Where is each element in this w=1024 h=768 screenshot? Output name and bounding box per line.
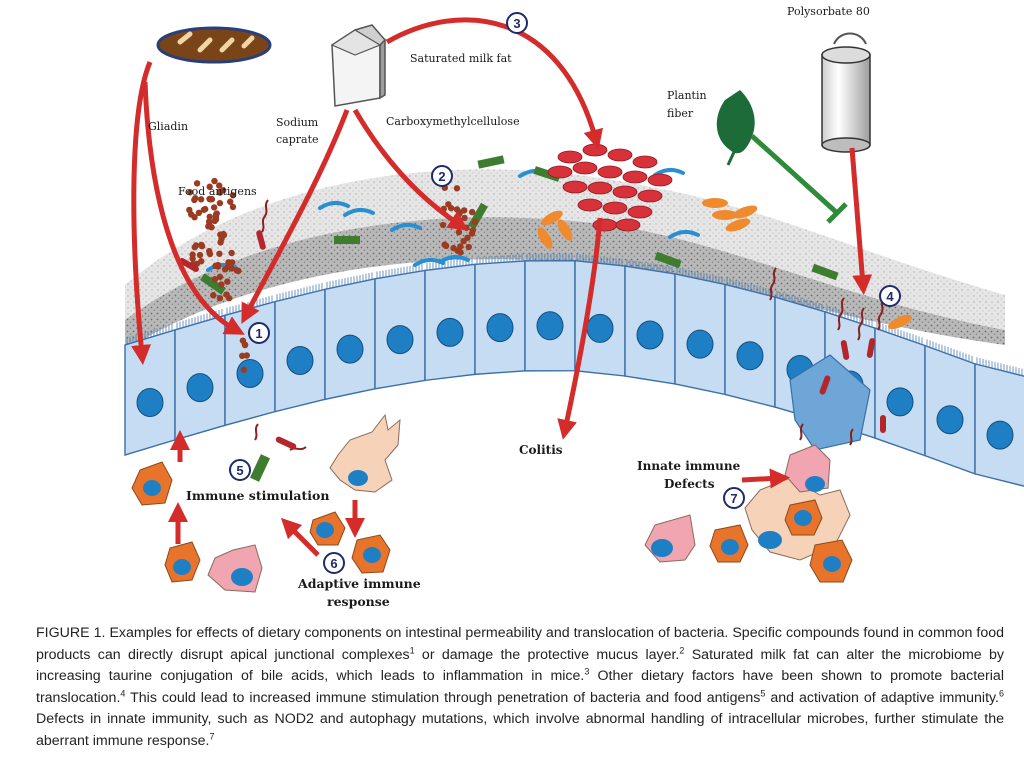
cell-nucleus bbox=[486, 313, 514, 343]
label-innate-immune: Innate immune bbox=[637, 459, 741, 473]
label-polysorbate-80: Polysorbate 80 bbox=[787, 5, 870, 18]
cell-nucleus bbox=[286, 345, 314, 375]
label-immune-stimulation: Immune stimulation bbox=[186, 488, 329, 503]
bacteria-group bbox=[200, 155, 912, 482]
step-marker-5: 5 bbox=[229, 459, 251, 481]
mucus-layer bbox=[125, 169, 1005, 350]
flagellated-bacteria bbox=[254, 199, 885, 451]
cell-nucleus bbox=[736, 341, 764, 371]
label-caprate: caprate bbox=[276, 133, 319, 146]
food-antigen-dots bbox=[186, 177, 479, 373]
can-icon bbox=[821, 32, 871, 153]
label-carboxymethylcellulose: Carboxymethylcellulose bbox=[386, 115, 520, 128]
cell-nucleus bbox=[686, 329, 714, 359]
cell-nucleus bbox=[236, 358, 264, 388]
cell-nucleus bbox=[986, 420, 1014, 450]
leaf-icon bbox=[716, 90, 755, 166]
step-marker-1: 1 bbox=[248, 322, 270, 344]
red-arrows bbox=[131, 17, 873, 557]
label-colitis: Colitis bbox=[519, 443, 563, 457]
label-gliadin: Gliadin bbox=[148, 120, 188, 133]
labels: Gliadin Food antigens Sodium caprate Car… bbox=[148, 5, 870, 609]
cell-nucleus bbox=[386, 325, 414, 355]
label-response: response bbox=[327, 594, 390, 609]
cell-nucleus bbox=[186, 373, 214, 403]
figure-caption: FIGURE 1. Examples for effects of dietar… bbox=[36, 625, 1005, 749]
diagram-figure: 1 2 3 4 5 6 7 Gliadin Food antigens Sodi… bbox=[124, 5, 1024, 609]
svg-text:1: 1 bbox=[255, 326, 262, 341]
cell-nucleus bbox=[586, 313, 614, 343]
milk-carton-icon bbox=[330, 24, 387, 107]
svg-text:2: 2 bbox=[438, 169, 445, 184]
svg-text:3: 3 bbox=[513, 16, 520, 31]
step-marker-7: 7 bbox=[723, 487, 745, 509]
label-adaptive-immune: Adaptive immune bbox=[297, 576, 421, 591]
label-sodium: Sodium bbox=[276, 116, 319, 129]
cell-nucleus bbox=[436, 317, 464, 347]
svg-text:4: 4 bbox=[886, 289, 894, 304]
inhibit-line bbox=[750, 134, 848, 224]
bread-icon bbox=[156, 26, 272, 64]
step-marker-4: 4 bbox=[879, 285, 901, 307]
label-defects: Defects bbox=[664, 477, 715, 491]
cell-nucleus bbox=[136, 387, 164, 417]
svg-text:7: 7 bbox=[730, 491, 737, 506]
cell-nucleus bbox=[336, 334, 364, 364]
label-saturated-milk-fat: Saturated milk fat bbox=[410, 52, 512, 65]
immune-cells bbox=[131, 413, 853, 593]
cell-nucleus bbox=[886, 387, 914, 417]
step-marker-2: 2 bbox=[431, 165, 453, 187]
svg-text:5: 5 bbox=[236, 463, 243, 478]
label-plantain: Plantin bbox=[667, 89, 707, 102]
svg-text:6: 6 bbox=[330, 556, 337, 571]
step-marker-6: 6 bbox=[323, 552, 345, 574]
cell-nucleus bbox=[636, 320, 664, 350]
cell-nucleus bbox=[536, 311, 564, 341]
label-fiber: fiber bbox=[667, 107, 694, 120]
step-markers: 1 2 3 4 5 6 7 bbox=[229, 12, 901, 574]
cell-nucleus bbox=[936, 405, 964, 435]
step-marker-3: 3 bbox=[506, 12, 528, 34]
label-food-antigens: Food antigens bbox=[178, 185, 257, 198]
